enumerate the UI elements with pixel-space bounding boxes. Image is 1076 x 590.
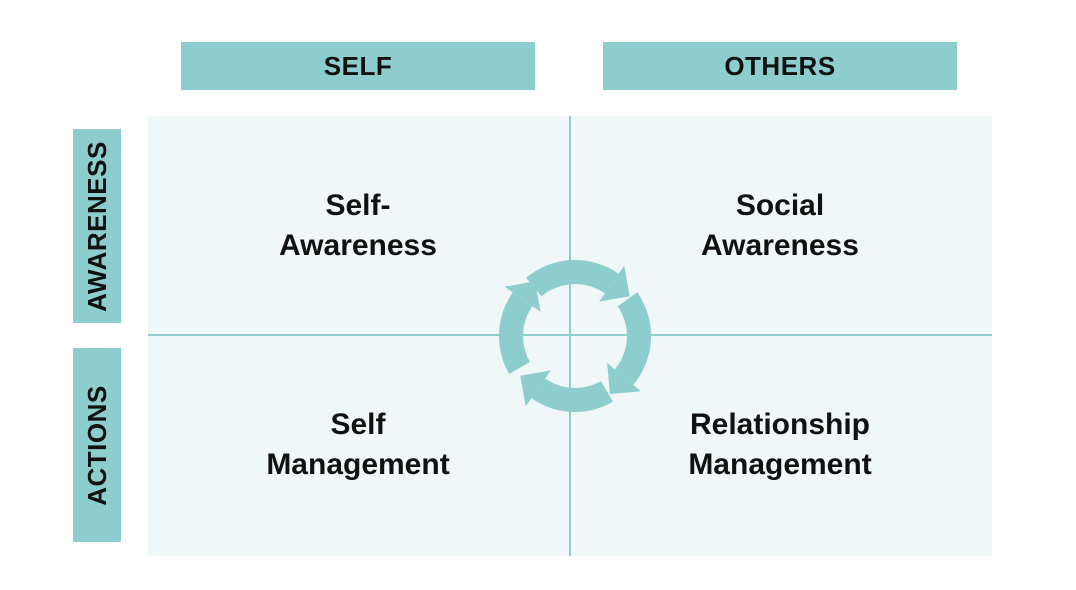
row-header-actions: ACTIONS xyxy=(73,348,121,542)
horizontal-divider xyxy=(148,334,992,336)
column-header-self-label: SELF xyxy=(323,50,393,81)
quadrant-self-awareness-line2: Awareness xyxy=(279,229,437,262)
row-header-actions-label: ACTIONS xyxy=(81,384,112,506)
quadrant-social-awareness-line1: Social xyxy=(735,189,825,222)
column-header-self: SELF xyxy=(181,42,535,90)
quadrant-self-awareness: Self- Awareness xyxy=(208,186,508,266)
column-header-others: OTHERS xyxy=(603,42,957,90)
column-header-others-label: OTHERS xyxy=(724,50,836,81)
quadrant-relationship-management-line2: Management xyxy=(688,448,872,481)
quadrant-self-management-line2: Management xyxy=(266,448,450,481)
quadrant-relationship-management: Relationship Management xyxy=(630,405,930,485)
row-header-awareness: AWARENESS xyxy=(73,129,121,323)
quadrant-social-awareness: Social Awareness xyxy=(630,186,930,266)
row-header-awareness-label: AWARENESS xyxy=(81,140,112,312)
quadrant-self-awareness-line1: Self- xyxy=(325,189,391,222)
quadrant-self-management: Self Management xyxy=(208,405,508,485)
quadrant-social-awareness-line2: Awareness xyxy=(701,229,859,262)
quadrant-self-management-line1: Self xyxy=(330,408,386,441)
vertical-divider xyxy=(569,116,571,556)
quadrant-relationship-management-line1: Relationship xyxy=(689,408,870,441)
